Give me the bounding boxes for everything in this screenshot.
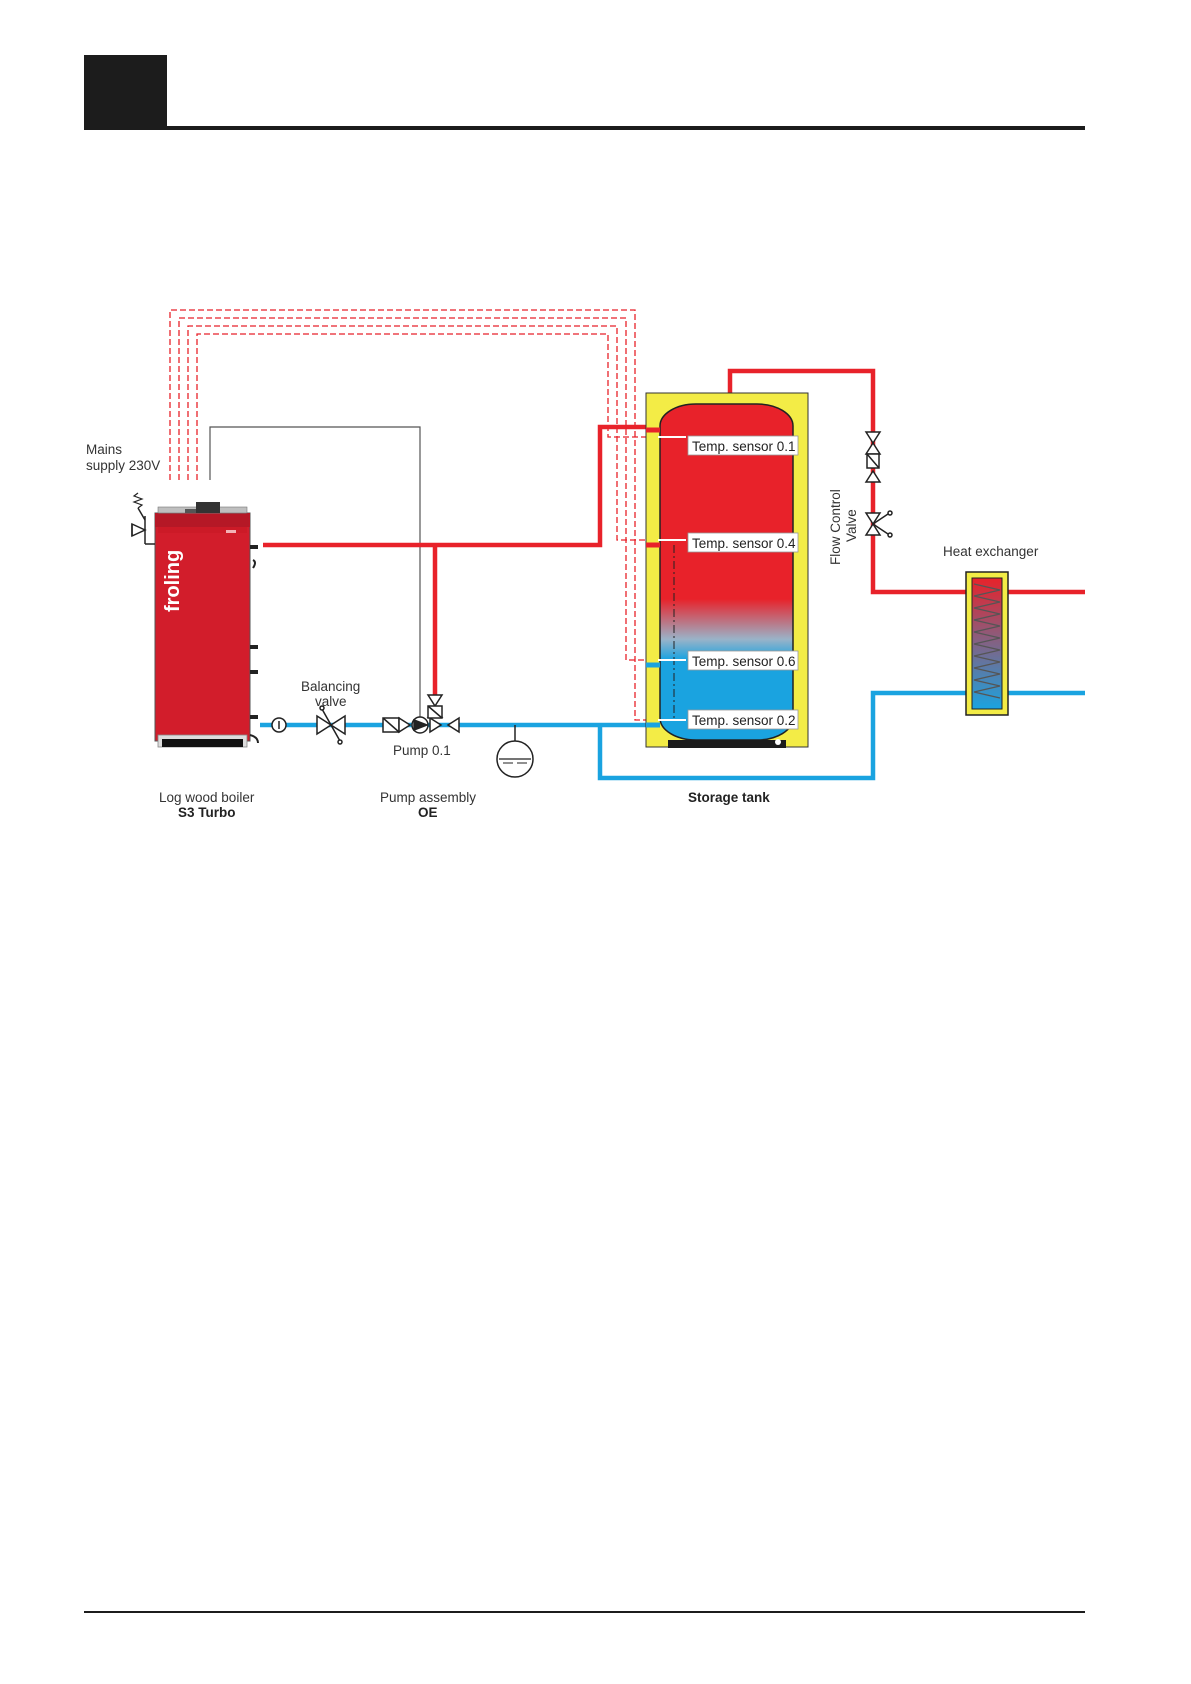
balancing-label-1: Balancing [301,679,360,694]
heat-exchanger [966,572,1008,715]
footer-rule [84,1611,1085,1613]
sensor-label: Temp. sensor 0.2 [692,713,796,728]
flow-control-label-2: Valve [844,509,859,542]
pump-assembly-label-1: Pump assembly [380,790,476,805]
balancing-label-2: valve [315,694,347,709]
sensor-label: Temp. sensor 0.1 [692,439,796,454]
pump-assembly-icon [383,695,459,733]
mains-label: Mains [86,442,122,457]
safety-valve-icon [132,493,155,544]
boiler-label-1: Log wood boiler [159,790,255,805]
pump-label: Pump 0.1 [393,743,451,758]
log-wood-boiler: froling [155,502,258,747]
flow-control-label-1: Flow Control [828,489,843,565]
boiler-label-2: S3 Turbo [178,805,236,820]
heat-exchanger-label: Heat exchanger [943,544,1039,559]
storage-tank-label: Storage tank [688,790,770,805]
sensor-label: Temp. sensor 0.4 [692,536,796,551]
expansion-vessel-icon [497,725,533,777]
balancing-valve-icon [317,706,345,744]
pump-assembly-label-2: OE [418,805,438,820]
gauge-icon [272,718,286,732]
mains-supply-label: supply 230V [86,458,160,473]
flow-control-valve-icon [866,432,892,537]
brand-logo: froling [162,550,184,612]
sensor-label: Temp. sensor 0.6 [692,654,796,669]
